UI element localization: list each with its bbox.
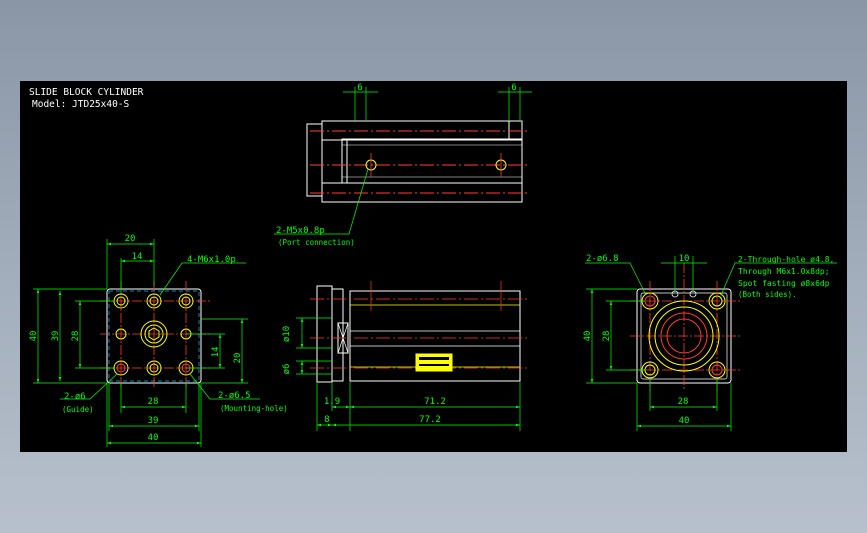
through-note-2: Through M6x1.0x8dp; — [738, 267, 830, 276]
dim-40-left: 40 — [29, 331, 39, 342]
dim-phi10: ø10 — [282, 326, 292, 342]
dim-20-right: 20 — [233, 353, 243, 364]
right-end-view: 10 2-ø6.8 2-Through-hole ø4.8, Through M… — [583, 254, 837, 431]
rod-bore — [660, 312, 708, 360]
dim-40-right-view: 40 — [583, 331, 593, 342]
dim-10: 10 — [679, 254, 690, 264]
guide-note: (Guide) — [62, 405, 94, 414]
tap-label: 4-M6x1.0p — [187, 255, 236, 265]
hex-socket — [148, 327, 160, 341]
dim-40-bottom-right: 40 — [679, 416, 690, 426]
hole-label: 2-ø6.8 — [586, 254, 619, 264]
dim-39-bottom: 39 — [148, 416, 159, 426]
mount-note: (Mounting-hole) — [220, 404, 288, 413]
front-view: ø10 ø6 1.9 71.2 8 77.2 — [282, 281, 530, 431]
dim-14-right: 14 — [211, 347, 221, 358]
left-end-view: 20 14 4-M6x1.0p 40 39 28 14 20 2-ø6 (Gui… — [29, 234, 288, 447]
dim-28-left: 28 — [71, 331, 81, 342]
dim-1-9: 1.9 — [324, 397, 340, 407]
drawing-canvas: SLIDE BLOCK CYLINDER Model: JTD25x40-S 6… — [20, 81, 847, 452]
piston-bore — [140, 320, 168, 348]
top-body — [341, 138, 523, 184]
dim-40-bottom: 40 — [148, 433, 159, 443]
label-plate — [415, 353, 453, 372]
drawing-title: SLIDE BLOCK CYLINDER — [29, 87, 144, 98]
guide-label: 2-ø6 — [64, 392, 86, 402]
dim-77-2: 77.2 — [419, 415, 441, 425]
dim-20-top: 20 — [125, 234, 136, 244]
front-body — [349, 290, 521, 382]
dim-6-left: 6 — [357, 83, 362, 93]
dim-8: 8 — [324, 415, 329, 425]
mount-label: 2-ø6.5 — [218, 391, 251, 401]
model-label: Model: JTD25x40-S — [32, 99, 130, 110]
dim-28-bottom: 28 — [148, 397, 159, 407]
dim-14-top: 14 — [132, 252, 143, 262]
dim-6-right: 6 — [511, 83, 516, 93]
cad-drawing: SLIDE BLOCK CYLINDER Model: JTD25x40-S 6… — [29, 83, 837, 447]
dim-39-left: 39 — [51, 331, 61, 342]
dim-71-2: 71.2 — [424, 397, 446, 407]
rod-boss-outer — [648, 300, 720, 372]
through-note-4: (Both sides). — [738, 290, 797, 299]
dim-28-right-view: 28 — [602, 331, 612, 342]
port-label: 2-M5x0.8p — [276, 226, 325, 236]
top-end-plate — [306, 123, 323, 197]
port-note: (Port connection) — [278, 238, 355, 247]
top-view: 6 6 2-M5x0.8p (Port connection) — [274, 83, 532, 247]
dim-phi6: ø6 — [282, 364, 292, 375]
through-note-1: 2-Through-hole ø4.8, — [738, 255, 834, 264]
through-note-3: Spot fasting ø8x6dp — [738, 279, 830, 288]
dim-28-bottom-right: 28 — [678, 397, 689, 407]
